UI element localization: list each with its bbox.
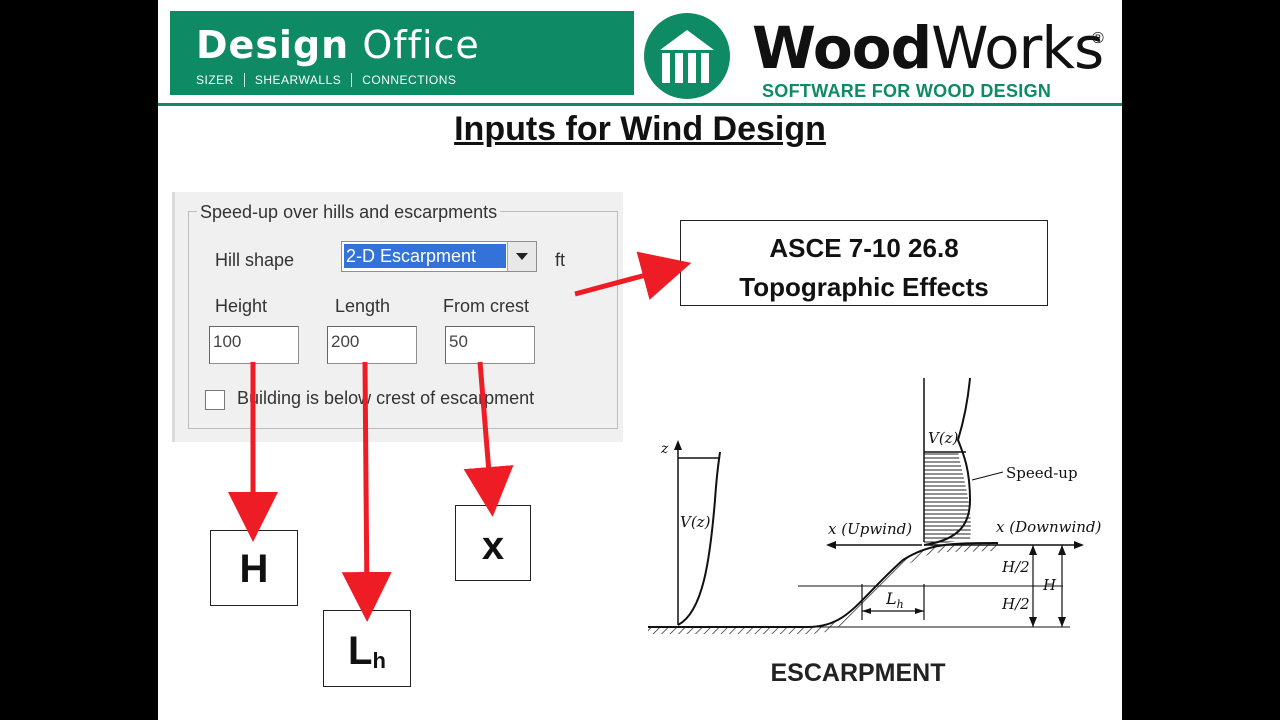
- from-crest-input[interactable]: 50: [445, 326, 535, 364]
- lh-label: Lh: [885, 589, 904, 611]
- h-label: H: [1042, 576, 1057, 594]
- height-input[interactable]: 100: [209, 326, 299, 364]
- arrow-length-to-lh: [341, 361, 392, 622]
- length-input[interactable]: 200: [327, 326, 417, 364]
- slide: Design Office SIZER SHEARWALLS CONNECTIO…: [158, 0, 1122, 720]
- woodworks-wordmark: WoodWorks: [752, 14, 1104, 82]
- header-divider: [158, 103, 1122, 106]
- woodworks-house-logo-icon: [644, 13, 730, 99]
- symbol-lh-box: Lh: [323, 610, 411, 687]
- hill-shape-value: 2-D Escarpment: [344, 244, 506, 268]
- x-downwind-label: x (Downwind): [996, 518, 1102, 536]
- slide-title: Inputs for Wind Design: [454, 110, 826, 148]
- reference-line-1: ASCE 7-10 26.8: [769, 233, 959, 263]
- half-h-top-label: H/2: [1001, 558, 1030, 576]
- height-label: Height: [215, 296, 268, 316]
- v-left-label: V(z): [680, 513, 711, 531]
- symbol-x-box: x: [455, 505, 531, 581]
- module-shearwalls: SHEARWALLS: [245, 73, 353, 87]
- half-h-bottom-label: H/2: [1001, 595, 1030, 613]
- escarpment-figure: z V(z) V(z) Speed-up x (Upwind) x (Downw…: [648, 377, 1102, 687]
- design-office-banner: Design Office SIZER SHEARWALLS CONNECTIO…: [170, 11, 634, 95]
- x-upwind-label: x (Upwind): [828, 520, 912, 538]
- design-office-logo: Design Office: [196, 23, 480, 67]
- units-label: ft: [555, 250, 566, 270]
- registered-mark: ®: [1092, 30, 1104, 47]
- woodworks-tagline: SOFTWARE FOR WOOD DESIGN: [762, 81, 1052, 101]
- below-crest-label: Building is below crest of escarpment: [237, 388, 535, 408]
- module-connections: CONNECTIONS: [362, 73, 457, 87]
- group-label: Speed-up over hills and escarpments: [197, 202, 501, 223]
- module-sizer: SIZER: [196, 73, 245, 87]
- from-crest-label: From crest: [443, 296, 530, 316]
- v-right-label: V(z): [928, 429, 959, 447]
- arrow-to-reference: [574, 251, 692, 300]
- chevron-down-icon[interactable]: [507, 242, 536, 271]
- annotation-arrows: [228, 251, 692, 622]
- escarpment-caption: ESCARPMENT: [770, 659, 945, 687]
- asce-reference-box: ASCE 7-10 26.8 Topographic Effects: [680, 220, 1048, 306]
- speed-up-group: Speed-up over hills and escarpments: [188, 202, 618, 429]
- z-axis-label: z: [660, 441, 669, 457]
- hill-shape-select[interactable]: 2-D Escarpment: [341, 241, 537, 272]
- length-label: Length: [335, 296, 391, 316]
- below-crest-checkbox[interactable]: [205, 390, 225, 410]
- hill-shape-label: Hill shape: [215, 250, 295, 270]
- speed-up-label: Speed-up: [1006, 464, 1078, 482]
- design-office-modules: SIZER SHEARWALLS CONNECTIONS: [196, 73, 466, 87]
- reference-line-2: Topographic Effects: [739, 272, 989, 302]
- speed-up-dialog: Speed-up over hills and escarpments Hill…: [172, 192, 623, 442]
- arrow-crest-to-x: [463, 361, 514, 517]
